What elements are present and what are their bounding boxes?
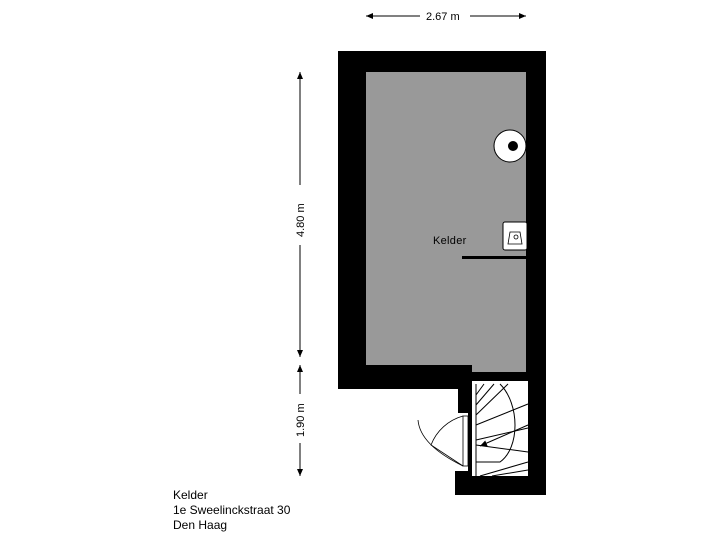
plan-caption: Kelder 1e Sweelinckstraat 30 Den Haag [173,488,290,533]
door-swing-arc [417,419,464,467]
caption-city: Den Haag [173,518,228,532]
height-upper-dimension: 4.80 m [295,72,307,357]
room-floor [366,72,526,372]
width-dimension-label: 2.67 m [426,11,460,23]
boiler-icon [493,129,527,163]
caption-floor: Kelder [173,488,208,502]
stair-left-wall [468,413,472,471]
height-lower-dimension: 1.90 m [295,365,307,476]
stair-arrow [479,424,529,447]
caption-address: 1e Sweelinckstraat 30 [173,503,291,517]
room-label: Kelder [433,235,467,247]
partition-wall [462,256,526,259]
height-lower-dimension-label: 1.90 m [295,403,307,437]
width-dimension: 2.67 m [366,11,526,23]
height-upper-dimension-label: 4.80 m [295,203,307,237]
door-frame [462,415,469,467]
washbasin-icon [502,221,528,251]
staircase [475,383,529,477]
stair-well [472,381,528,476]
stair-bottom-wall [455,476,546,495]
